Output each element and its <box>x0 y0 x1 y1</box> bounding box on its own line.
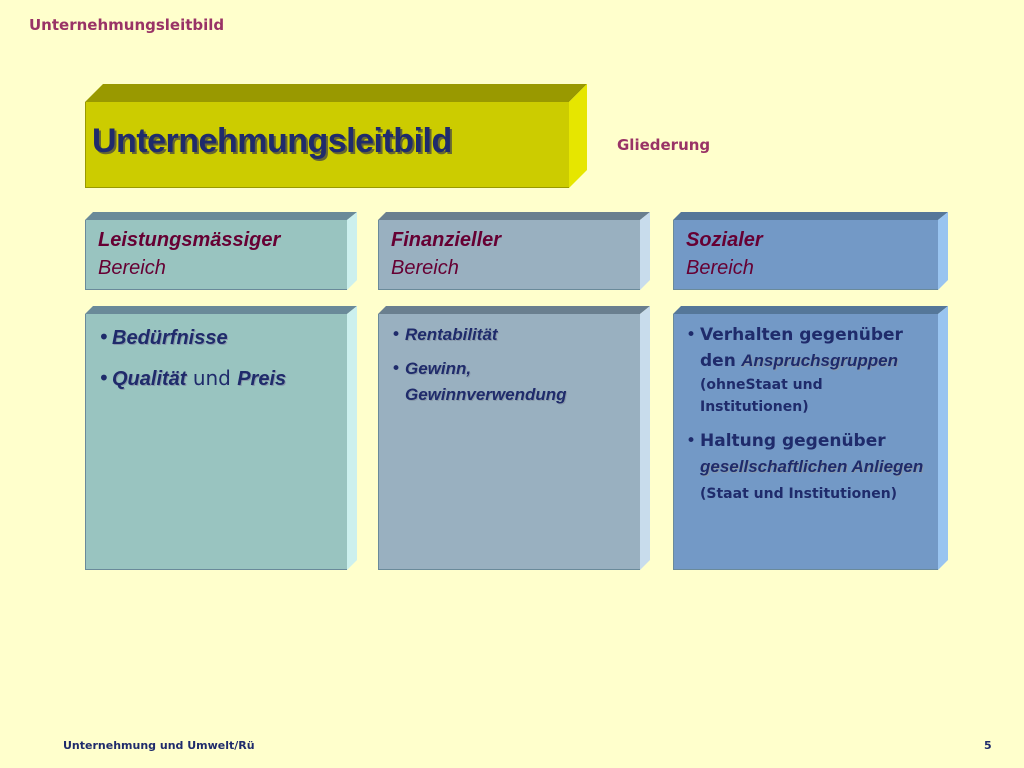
bullet-text-haltung: Haltung gegenüber <box>700 431 886 451</box>
bullet-text: Bedürfnisse <box>112 327 228 349</box>
header-title: Unternehmungsleitbild <box>92 122 452 160</box>
footer-left: Unternehmung und Umwelt/Rü <box>63 739 255 752</box>
column-3-title-weak: Bereich <box>686 257 754 279</box>
column-2-header-box: Finanzieller Bereich <box>378 212 650 290</box>
bullet-text-preis: Preis <box>237 368 287 390</box>
column-2-header-top <box>378 212 650 220</box>
bullet-text: Rentabilität <box>405 325 498 344</box>
column-2-body-side <box>640 306 650 570</box>
list-item: • Verhalten gegenüber den Anspruchsgrupp… <box>684 322 934 418</box>
header-box-top <box>85 84 587 102</box>
column-3-title: Sozialer Bereich <box>686 226 763 282</box>
column-1-body-box: • Bedürfnisse • Qualität und Preis <box>85 306 357 570</box>
bullet-text-qualitaet: Qualität <box>112 368 187 390</box>
column-3-body-top <box>673 306 948 314</box>
column-3-bullets: • Verhalten gegenüber den Anspruchsgrupp… <box>684 322 934 516</box>
column-1-body-side <box>347 306 357 570</box>
column-3-body-face: • Verhalten gegenüber den Anspruchsgrupp… <box>673 314 938 570</box>
column-1-body-top <box>85 306 357 314</box>
column-1-header-top <box>85 212 357 220</box>
bullet-dot: • <box>98 325 110 349</box>
list-item: • Bedürfnisse <box>96 324 342 351</box>
column-1-header-face: Leistungsmässiger Bereich <box>85 220 347 290</box>
column-2-header-face: Finanzieller Bereich <box>378 220 640 290</box>
column-2-title-strong: Finanzieller <box>391 229 502 251</box>
column-3-header-side <box>938 212 948 290</box>
column-3-header-face: Sozialer Bereich <box>673 220 938 290</box>
list-item: • Haltung gegenüber gesellschaftlichen A… <box>684 428 934 506</box>
bullet-text-anliegen: gesellschaftlichen Anliegen <box>700 457 924 476</box>
bullet-text-staat: (Staat und Institutionen) <box>700 486 898 502</box>
column-1-bullets: • Bedürfnisse • Qualität und Preis <box>96 324 342 406</box>
column-2-body-face: • Rentabilität • Gewinn, Gewinnverwendun… <box>378 314 640 570</box>
column-1-title-strong: Leistungsmässiger <box>98 229 281 251</box>
column-2-bullets: • Rentabilität • Gewinn, Gewinnverwendun… <box>389 322 635 416</box>
header-box-face: Unternehmungsleitbild <box>85 102 569 188</box>
column-3-body-box: • Verhalten gegenüber den Anspruchsgrupp… <box>673 306 948 570</box>
bullet-text-und: und <box>192 366 231 390</box>
column-2-title: Finanzieller Bereich <box>391 226 501 282</box>
column-1-title: Leistungsmässiger Bereich <box>98 226 280 282</box>
bullet-dot: • <box>98 366 110 390</box>
header-box: Unternehmungsleitbild <box>85 84 587 188</box>
column-3-header-box: Sozialer Bereich <box>673 212 948 290</box>
bullet-dot: • <box>391 359 402 379</box>
column-3-header-top <box>673 212 948 220</box>
list-item: • Qualität und Preis <box>96 365 342 392</box>
bullet-text-verhalten: Verhalten gegenüber den <box>700 325 903 371</box>
header-box-side <box>569 84 587 188</box>
list-item: • Rentabilität <box>389 322 635 348</box>
list-item: • Gewinn, Gewinnverwendung <box>389 356 635 408</box>
column-2-body-box: • Rentabilität • Gewinn, Gewinnverwendun… <box>378 306 650 570</box>
bullet-dot: • <box>686 431 697 451</box>
bullet-dot: • <box>391 325 402 345</box>
column-2-header-side <box>640 212 650 290</box>
column-3-body-side <box>938 306 948 570</box>
column-1-title-weak: Bereich <box>98 257 166 279</box>
column-1-header-box: Leistungsmässiger Bereich <box>85 212 357 290</box>
bullet-dot: • <box>686 325 697 345</box>
column-2-title-weak: Bereich <box>391 257 459 279</box>
bullet-text-ohnestaat: (ohneStaat und Institutionen) <box>700 377 823 415</box>
bullet-text-anspruchsgruppen: Anspruchsgruppen <box>741 351 899 370</box>
bullet-text: Gewinn, Gewinnverwendung <box>405 359 567 404</box>
column-1-body-face: • Bedürfnisse • Qualität und Preis <box>85 314 347 570</box>
slide-top-title: Unternehmungsleitbild <box>29 16 225 34</box>
gliederung-label: Gliederung <box>617 136 711 154</box>
page-number: 5 <box>984 739 992 752</box>
column-3-title-strong: Sozialer <box>686 229 763 251</box>
column-1-header-side <box>347 212 357 290</box>
column-2-body-top <box>378 306 650 314</box>
